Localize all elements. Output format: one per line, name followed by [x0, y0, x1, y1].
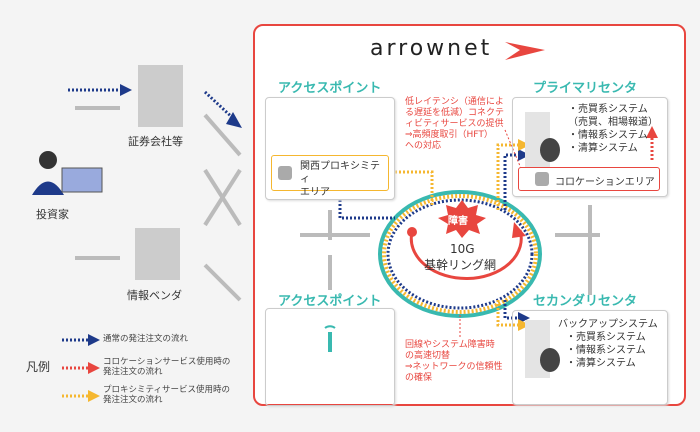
colocation-area: コロケーションエリア	[518, 167, 660, 191]
colocation-flow-arc	[409, 229, 523, 281]
system-item: ・清算システム	[568, 143, 638, 154]
system-item: （売買、相場報道）	[568, 117, 658, 128]
access-point-bottom-title: アクセスポイント	[278, 294, 382, 309]
access-point-top-title: アクセスポイント	[278, 81, 382, 96]
system-item: ・売買系システム	[566, 332, 646, 343]
system-item: ・清算システム	[566, 358, 636, 369]
system-item: ・情報系システム	[566, 345, 646, 356]
ring-proximity-flow	[382, 194, 538, 314]
vendor-label: 情報ベンダ	[127, 289, 182, 302]
vendor-building-icon	[135, 228, 180, 280]
system-item: ・情報系システム	[568, 130, 648, 141]
ring-speed-label: 10G	[450, 242, 475, 256]
secondary-center-title: セカンダリセンタ	[533, 294, 638, 309]
fault-burst-icon	[438, 200, 486, 238]
arrownet-logo: arrownet	[370, 36, 493, 61]
legend-colocation: コロケーションサービス使用時の 発注注文の流れ	[103, 357, 231, 377]
legend-normal: 通常の発注注文の流れ	[103, 334, 189, 344]
database-icon	[535, 172, 549, 186]
secondary-center	[512, 310, 668, 405]
fault-label: 障害	[448, 216, 468, 227]
ring-normal-flow	[386, 198, 534, 310]
investor-icon	[39, 151, 57, 169]
legend-proximity: プロキシミティサービス使用時の 発注注文の流れ	[103, 385, 230, 405]
primary-center	[512, 97, 668, 197]
securities-label: 証券会社等	[128, 135, 183, 148]
investor-label: 投資家	[36, 208, 69, 221]
ring-label: 基幹リング網	[424, 258, 497, 272]
failover-note: 回線やシステム障害時の高速切替⇒ネットワークの信頼性の確保	[405, 340, 503, 383]
database-icon	[540, 348, 560, 372]
primary-center-title: プライマリセンタ	[533, 81, 638, 96]
proximity-area: 関西プロキシミティ エリア	[271, 155, 389, 198]
logo-arrow-icon	[505, 42, 545, 60]
securities-building-icon	[138, 65, 183, 127]
antenna-icon	[328, 332, 332, 352]
database-icon	[278, 166, 292, 180]
colocation-label: コロケーションエリア	[555, 177, 655, 188]
system-item: ・売買系システム	[568, 104, 648, 115]
legend-title: 凡例	[26, 360, 51, 374]
database-icon	[540, 138, 560, 162]
latency-note: 低レイテンシ（通信による遅延を低減）コネクティビティサービスの提供⇒高頻度取引（…	[405, 97, 505, 151]
access-point-bottom	[265, 308, 395, 406]
system-item: バックアップシステム	[558, 319, 658, 330]
proximity-area-label: 関西プロキシミティ エリア	[300, 161, 380, 198]
